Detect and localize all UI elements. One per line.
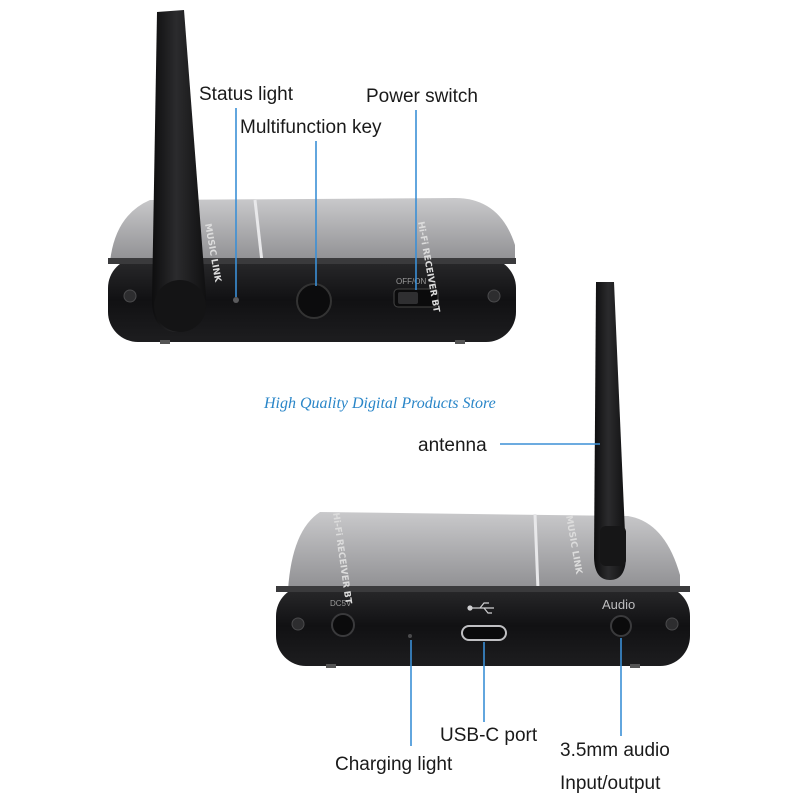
callout-lines <box>235 108 622 746</box>
bottom-antenna <box>594 282 626 580</box>
multifunction-key <box>296 283 332 319</box>
store-watermark: High Quality Digital Products Store <box>264 395 496 412</box>
dc-port <box>331 613 355 637</box>
dc-port-label: DC5V <box>330 599 352 608</box>
usb-icon <box>467 602 494 614</box>
top-device: MUSIC LINK Hi-Fi RECEIVER BT OFF/ON <box>108 10 516 344</box>
top-switch-label: OFF/ON <box>396 277 426 286</box>
audio-label-line2: Input/output <box>560 773 661 794</box>
status-light-label: Status light <box>199 84 293 105</box>
audio-port-label: Audio <box>602 597 635 612</box>
bottom-device: DC5V Audio Hi-Fi RECEIVER BT MUSIC LINK <box>276 282 690 668</box>
audio-label-line1: 3.5mm audio <box>560 740 670 761</box>
charging-light-label: Charging light <box>335 754 453 775</box>
charging-light <box>408 634 412 638</box>
status-light <box>233 297 239 303</box>
multifunction-key-label: Multifunction key <box>240 117 382 138</box>
audio-jack <box>610 615 632 637</box>
antenna-label: antenna <box>418 435 487 456</box>
usb-c-port-label: USB-C port <box>440 725 538 746</box>
top-antenna <box>152 10 206 332</box>
usb-c-port <box>461 625 507 641</box>
power-switch-label: Power switch <box>366 86 478 107</box>
